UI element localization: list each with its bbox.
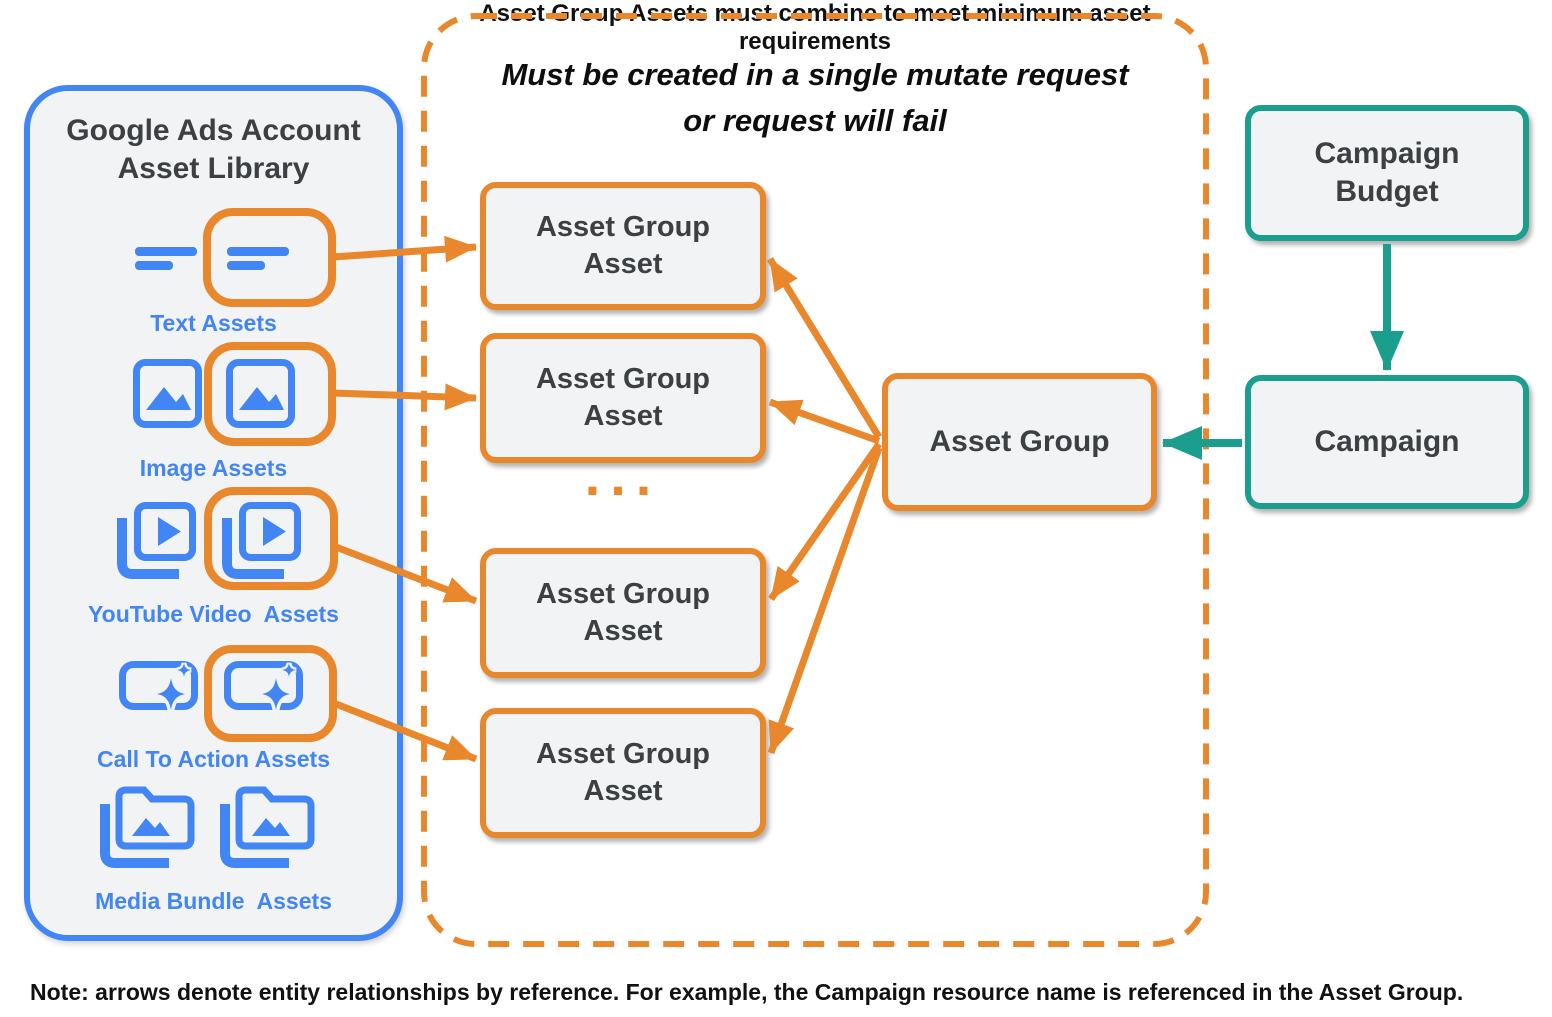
campaign-budget-box: Campaign Budget — [1245, 105, 1529, 241]
asset-library-title: Google Ads Account Asset Library — [66, 114, 361, 185]
asset-group-asset-box-1: Asset Group Asset — [480, 182, 766, 310]
image-assets-label: Image Assets — [139, 455, 288, 481]
arrow-asset-group-to-aga3 — [768, 441, 882, 602]
asset-group-asset-box-3: Asset Group Asset — [480, 548, 766, 678]
asset-library-panel — [24, 85, 403, 941]
mutate-headline-line2: or request will fail — [683, 103, 947, 138]
min-requirements-footnote: Asset Group Assets must combine to meet … — [479, 0, 1151, 55]
asset-group-asset-box-4: Asset Group Asset — [480, 708, 766, 838]
more-assets-ellipsis: ... — [584, 444, 662, 507]
call-to-action-assets-label: Call To Action Assets — [96, 746, 331, 772]
asset-group-box: Asset Group — [882, 373, 1157, 511]
reference-note: Note: arrows denote entity relationships… — [30, 979, 1464, 1005]
mutate-headline-line1: Must be created in a single mutate reque… — [501, 57, 1129, 92]
arrow-asset-group-to-aga2 — [768, 398, 881, 445]
youtube-video-assets-label: YouTube Video Assets — [88, 601, 339, 627]
arrow-asset-group-to-aga1 — [767, 257, 882, 439]
arrow-asset-group-to-aga4 — [767, 446, 883, 755]
campaign-box: Campaign — [1245, 375, 1529, 509]
media-bundle-assets-label: Media Bundle Assets — [95, 888, 332, 914]
text-assets-label: Text Assets — [150, 310, 277, 336]
